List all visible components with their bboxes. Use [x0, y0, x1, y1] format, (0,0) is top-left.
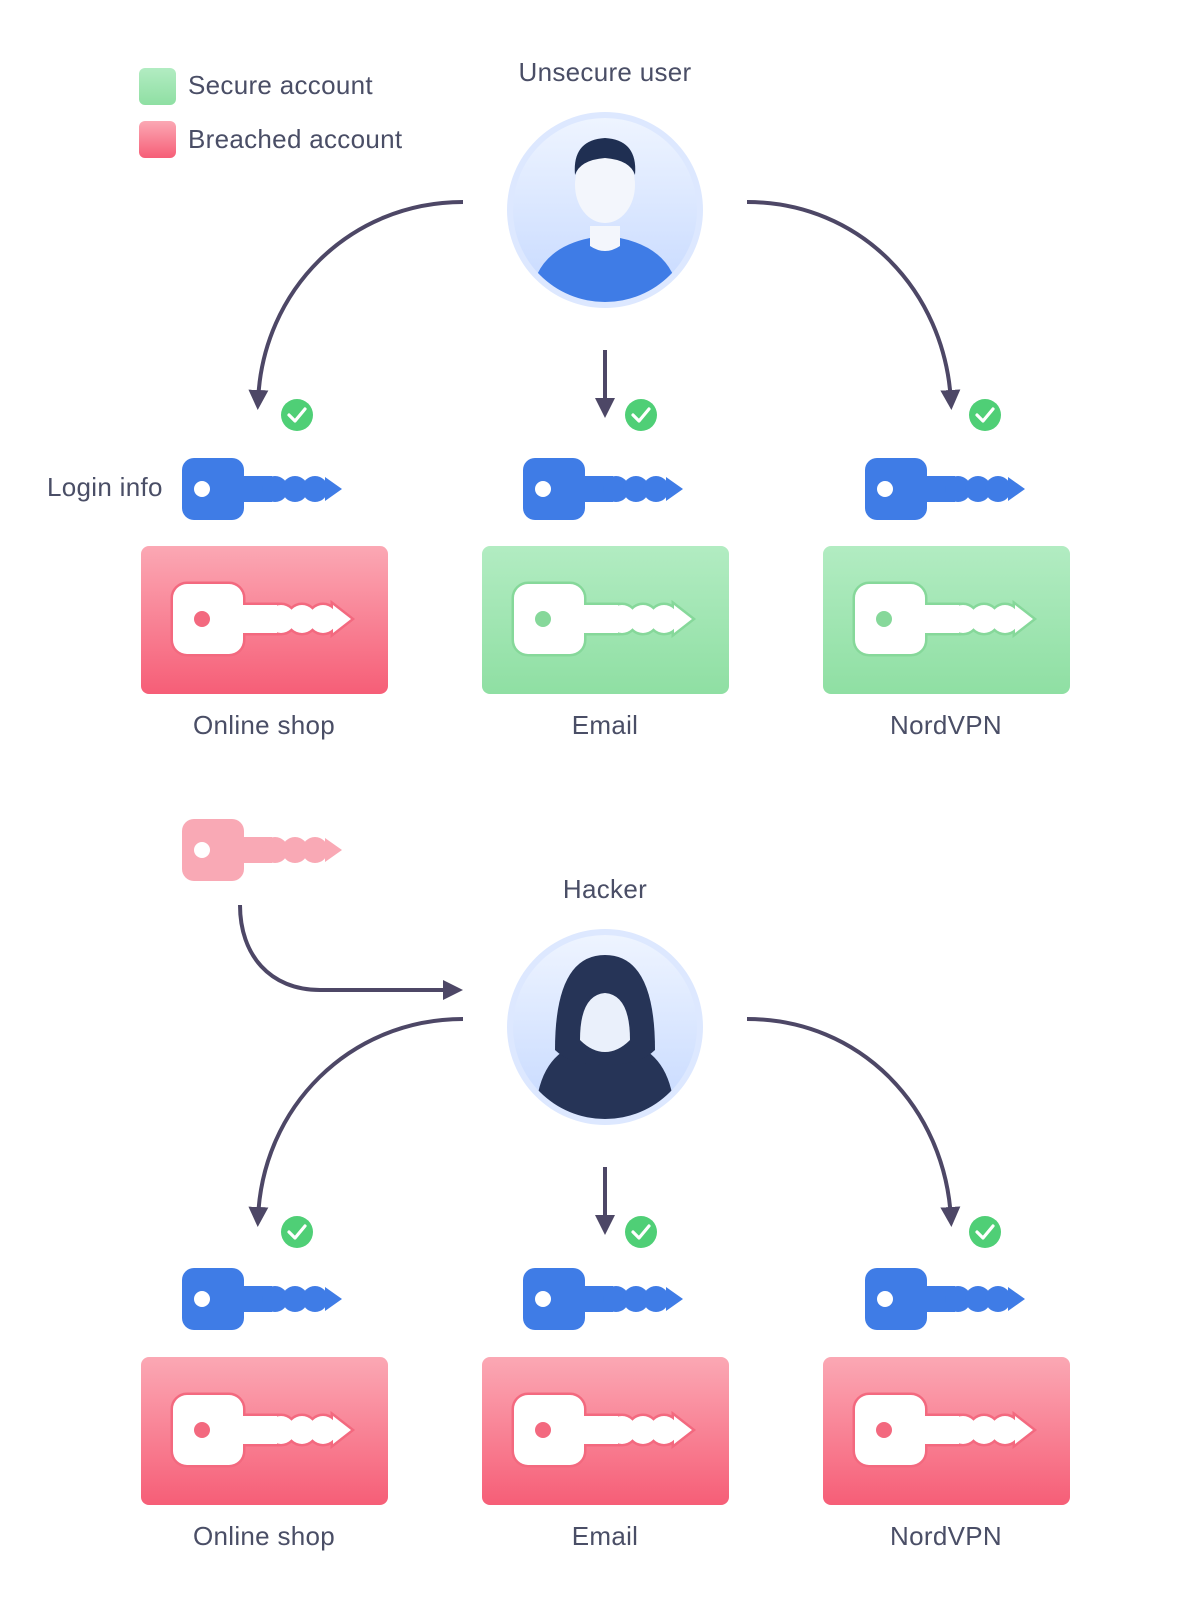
account-name-email: Email: [571, 1521, 639, 1551]
check-icon: [967, 1214, 1003, 1250]
hacker-avatar: [507, 929, 703, 1125]
legend: [139, 68, 176, 158]
key-icon: [865, 458, 1025, 520]
key-icon: [865, 1268, 1025, 1330]
stolen-key-icon: [182, 819, 342, 881]
arrow-to-nordvpn: [746, 200, 961, 410]
account-name-nordvpn: NordVPN: [890, 710, 1002, 740]
key-icon: [876, 1422, 892, 1438]
key-icon: [194, 611, 210, 627]
bottom-arrows: [248, 1017, 961, 1235]
unsecure-user-label: Unsecure user: [518, 57, 692, 87]
key-icon: [535, 611, 551, 627]
unsecure-user-avatar: [507, 112, 703, 308]
account-card-email: [482, 546, 729, 694]
arrow-stolen-key-to-hacker: [238, 904, 463, 1000]
account-name-online-shop: Online shop: [192, 710, 336, 740]
check-icon: [967, 397, 1003, 433]
account-card-online-shop: [141, 546, 388, 694]
arrow-to-nordvpn: [746, 1017, 961, 1227]
key-icon: [523, 458, 683, 520]
top-arrows: [248, 200, 961, 418]
key-icon: [194, 1422, 210, 1438]
account-name-online-shop: Online shop: [192, 1521, 336, 1551]
check-icon: [279, 1214, 315, 1250]
legend-breached-label: Breached account: [188, 124, 403, 154]
hacker-label: Hacker: [562, 874, 648, 904]
account-card-online-shop: [141, 1357, 388, 1505]
check-icon: [623, 1214, 659, 1250]
key-icon: [535, 1422, 551, 1438]
key-icon: [876, 611, 892, 627]
check-icon: [279, 397, 315, 433]
login-info-label: Login info: [47, 472, 163, 502]
legend-secure-swatch: [139, 68, 176, 105]
legend-breached-swatch: [139, 121, 176, 158]
account-card-nordvpn: [823, 546, 1070, 694]
account-card-nordvpn: [823, 1357, 1070, 1505]
account-card-email: [482, 1357, 729, 1505]
key-icon: [182, 458, 342, 520]
legend-secure-label: Secure account: [188, 70, 373, 100]
key-icon: [523, 1268, 683, 1330]
arrow-to-online-shop: [248, 200, 464, 410]
check-icon: [623, 397, 659, 433]
account-name-nordvpn: NordVPN: [890, 1521, 1002, 1551]
account-name-email: Email: [571, 710, 639, 740]
key-icon: [182, 1268, 342, 1330]
arrow-to-online-shop: [248, 1017, 464, 1227]
